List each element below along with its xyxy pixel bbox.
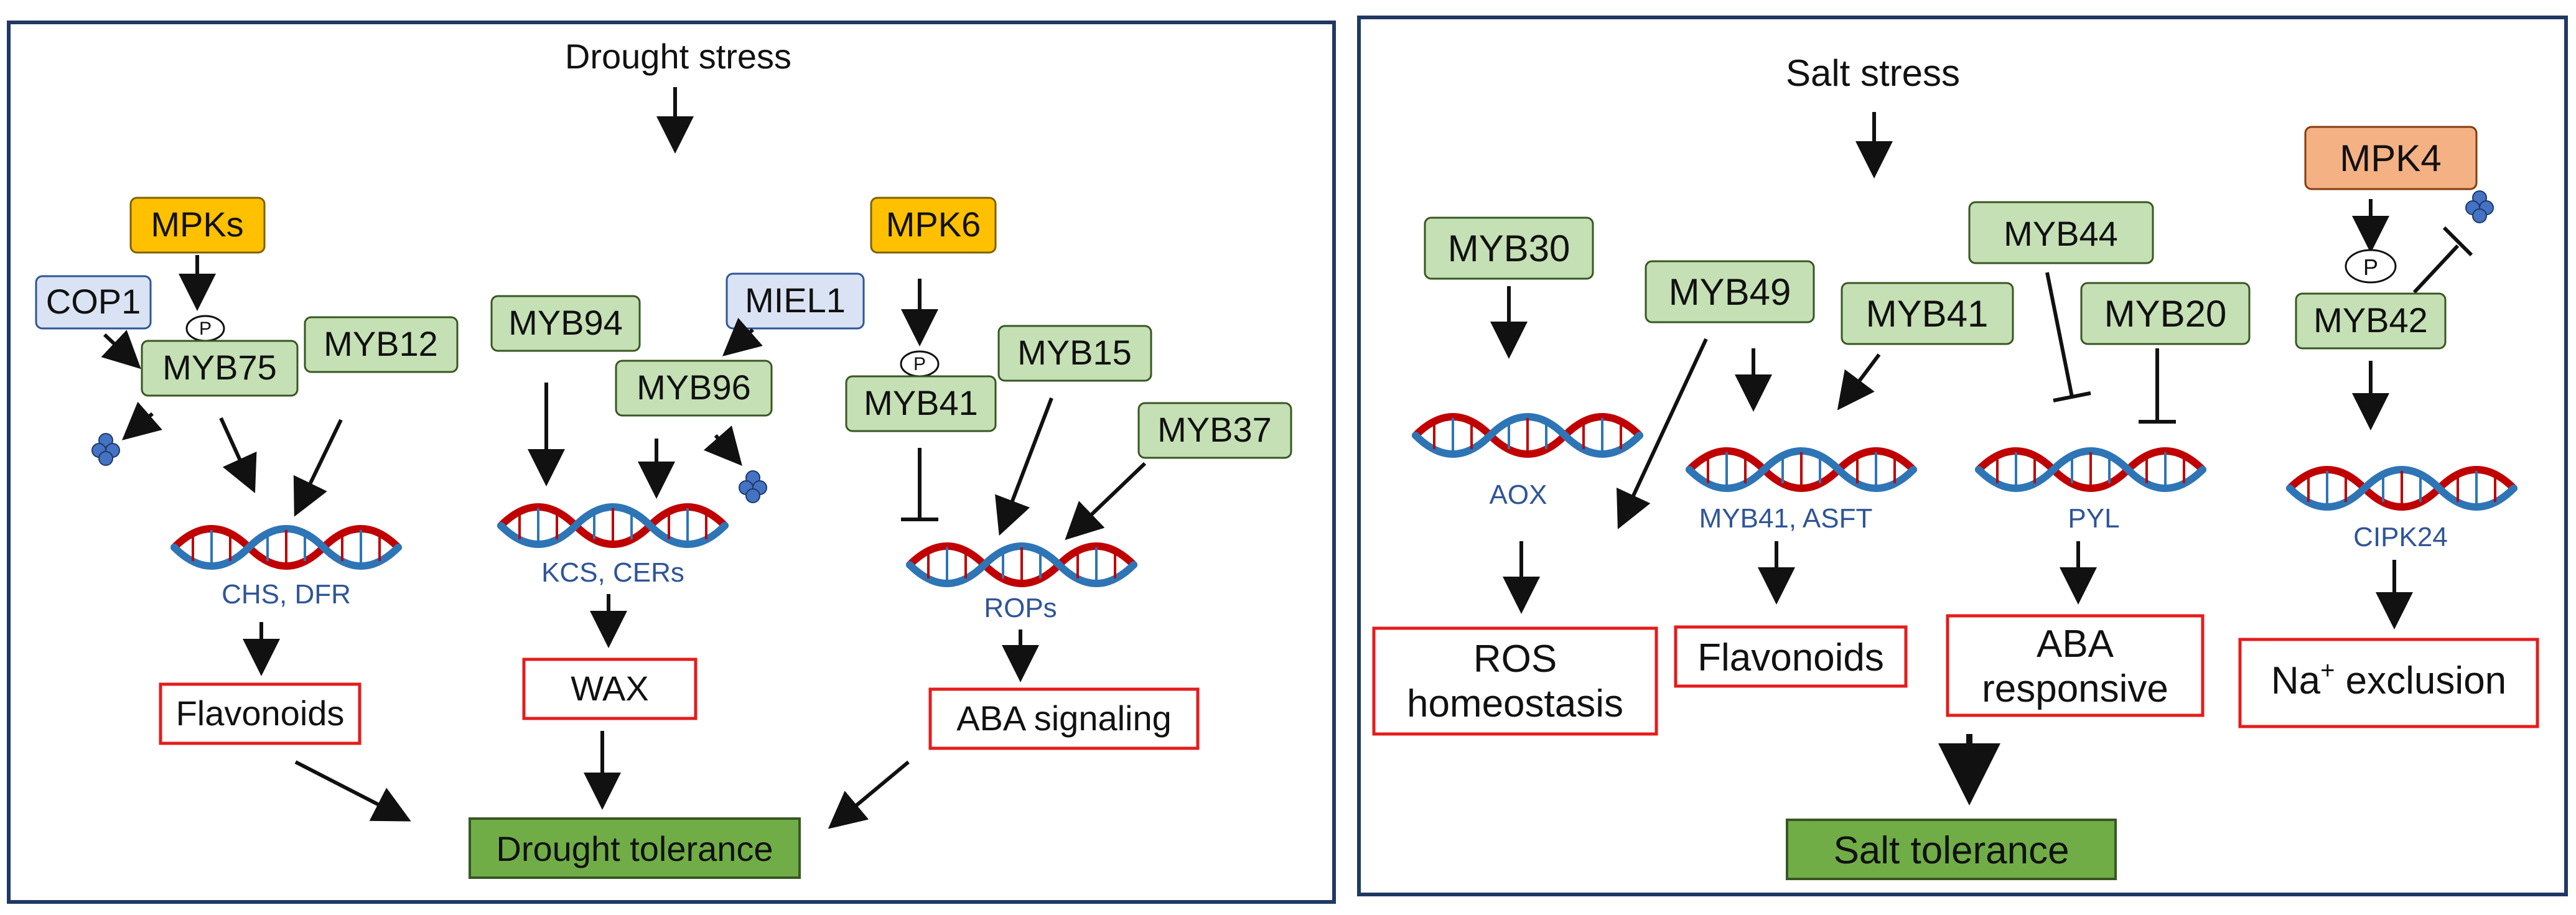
myb20-box — [2080, 282, 2251, 345]
arrow-myb96-degradation — [703, 425, 742, 467]
myb41-drought-box — [845, 375, 997, 432]
myb96-label: MYB96 — [637, 368, 751, 407]
na-superscript: + — [2320, 657, 2335, 684]
na-prefix: Na — [2271, 659, 2321, 702]
myb49-box — [1645, 260, 1815, 323]
myb41-salt-label: MYB41 — [1866, 293, 1989, 335]
inhibit-degradation-myb42-bar — [2442, 226, 2473, 257]
phospho-label-myb75: P — [199, 318, 212, 339]
myb15-box — [997, 325, 1152, 382]
myb42-box — [2295, 292, 2447, 350]
mpk6-box — [870, 197, 997, 254]
cop1-label: COP1 — [46, 282, 141, 321]
drought-panel-border — [7, 21, 1336, 904]
myb30-box — [1424, 216, 1594, 280]
myb94-box — [490, 295, 641, 352]
drought-stress-title: Drought stress — [565, 37, 791, 76]
aba-responsive-line1: ABA — [2037, 623, 2114, 666]
arrow-myb37-rops — [1065, 462, 1147, 541]
myb30-label: MYB30 — [1448, 228, 1570, 269]
ros-label-line1: ROS — [1473, 638, 1557, 680]
arrow-myb15-rops — [995, 397, 1053, 536]
flavonoids-box-salt — [1674, 625, 1908, 688]
myb75-label: MYB75 — [162, 348, 277, 387]
drought-tolerance-box — [469, 817, 801, 879]
ros-label-line2: homeostasis — [1407, 682, 1623, 725]
arrow-myb75-degradation — [121, 401, 162, 440]
na-exclusion-box — [2238, 638, 2539, 728]
drought-tolerance-label: Drought tolerance — [496, 829, 773, 868]
chs-dfr-gene-label: CHS, DFR — [222, 579, 351, 610]
phosphorylation-icon-myb42 — [2345, 249, 2397, 284]
flavonoids-box-drought — [159, 682, 362, 745]
arrow-myb75-chs — [219, 417, 257, 493]
wax-label: WAX — [571, 669, 648, 708]
kcs-cers-gene-label: KCS, CERs — [541, 557, 684, 588]
aba-signaling-box — [928, 687, 1200, 750]
na-exclusion-label: Na+ exclusion — [2271, 657, 2506, 702]
salt-panel: Salt stress MYB30 AOX ROS homeostasis MY… — [1357, 16, 2568, 896]
myb12-label: MYB12 — [324, 324, 438, 363]
flavonoids-label-drought: Flavonoids — [176, 694, 345, 733]
arrow-myb12-chs — [293, 419, 343, 517]
wax-box — [522, 657, 698, 720]
myb41-salt-box — [1841, 282, 2014, 345]
ros-homeostasis-box — [1372, 626, 1658, 736]
myb96-box — [615, 360, 773, 417]
myb41-asft-gene-label: MYB41, ASFT — [1699, 503, 1873, 534]
mpks-box — [129, 197, 266, 254]
cipk24-gene-label: CIPK24 — [2353, 522, 2448, 552]
phospho-label-myb42: P — [2363, 254, 2378, 280]
arrow-aba-tolerance — [828, 760, 910, 829]
myb44-box — [1968, 201, 2154, 264]
cop1-box — [35, 275, 152, 330]
myb94-label: MYB94 — [508, 303, 623, 342]
myb20-label: MYB20 — [2104, 293, 2227, 335]
aba-signaling-label: ABA signaling — [956, 699, 1172, 738]
arrow-cop1-myb75 — [101, 330, 141, 369]
myb15-label: MYB15 — [1017, 333, 1132, 372]
inhibit-degradation-myb42 — [2412, 244, 2460, 294]
mpk4-label: MPK4 — [2340, 137, 2441, 179]
myb41-drought-label: MYB41 — [864, 383, 978, 422]
aox-gene-label: AOX — [1490, 480, 1547, 510]
phospho-label-myb41: P — [913, 354, 926, 374]
salt-tolerance-label: Salt tolerance — [1833, 829, 2069, 872]
salt-stress-title: Salt stress — [1786, 52, 1960, 94]
arrow-flavonoids-tolerance — [294, 760, 411, 822]
mpk6-label: MPK6 — [886, 205, 981, 244]
mpks-label: MPKs — [151, 205, 243, 244]
miel1-label: MIEL1 — [745, 281, 846, 320]
inhibit-myb44-pyl — [2045, 272, 2074, 397]
pyl-gene-label: PYL — [2068, 503, 2119, 534]
arrow-myb41-myb41asft — [1837, 353, 1881, 411]
rops-gene-label: ROPs — [984, 593, 1057, 623]
myb37-label: MYB37 — [1157, 410, 1272, 449]
arrow-miel1-myb96 — [722, 317, 763, 356]
miel1-box — [726, 272, 865, 330]
myb12-box — [304, 316, 459, 373]
myb44-label: MYB44 — [2004, 214, 2118, 253]
myb75-box — [141, 340, 299, 397]
myb42-label: MYB42 — [2313, 300, 2428, 340]
drought-panel: Drought stress MPKs COP1 P MYB75 MYB12 C… — [7, 21, 1336, 904]
arrow-myb49-aox — [1617, 338, 1708, 529]
flavonoids-label-salt: Flavonoids — [1697, 636, 1884, 679]
na-suffix: exclusion — [2335, 659, 2506, 702]
aba-responsive-line2: responsive — [1982, 667, 2168, 710]
mpk4-box — [2304, 126, 2478, 190]
myb49-label: MYB49 — [1669, 271, 1791, 313]
inhibit-myb44-pyl-bar — [2053, 391, 2091, 402]
aba-responsive-box — [1946, 614, 2205, 717]
myb37-box — [1137, 402, 1292, 459]
salt-tolerance-box — [1786, 819, 2117, 880]
